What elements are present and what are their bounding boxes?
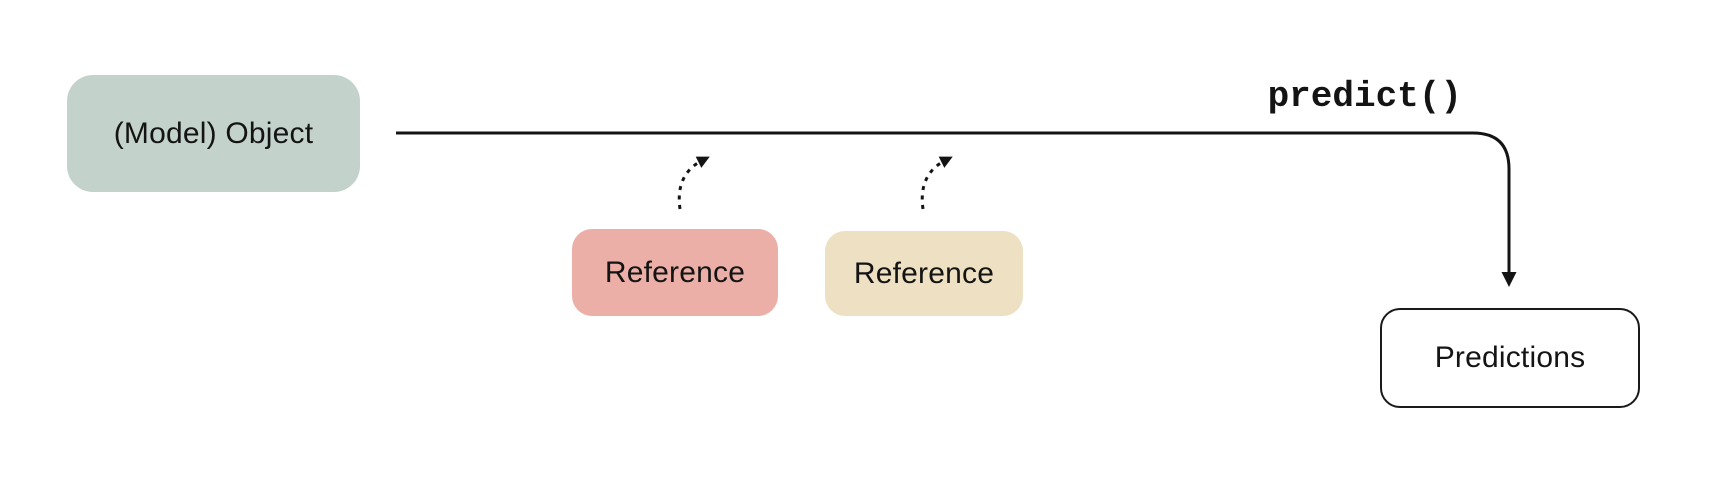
model-object-box: (Model) Object <box>67 75 360 192</box>
predict-method-label: predict() <box>1267 76 1462 117</box>
reference-1-dashed-arrow <box>677 156 710 210</box>
predict-flow-arrow <box>396 131 1517 287</box>
predictions-box: Predictions <box>1380 308 1640 408</box>
reference-box-1-label: Reference <box>604 255 746 289</box>
reference-2-dashed-arrow <box>920 156 953 210</box>
predictions-label: Predictions <box>1434 341 1586 374</box>
reference-box-2: Reference <box>825 231 1023 316</box>
reference-box-1: Reference <box>572 229 778 316</box>
model-object-label: (Model) Object <box>113 116 314 150</box>
reference-box-2-label: Reference <box>853 256 995 290</box>
